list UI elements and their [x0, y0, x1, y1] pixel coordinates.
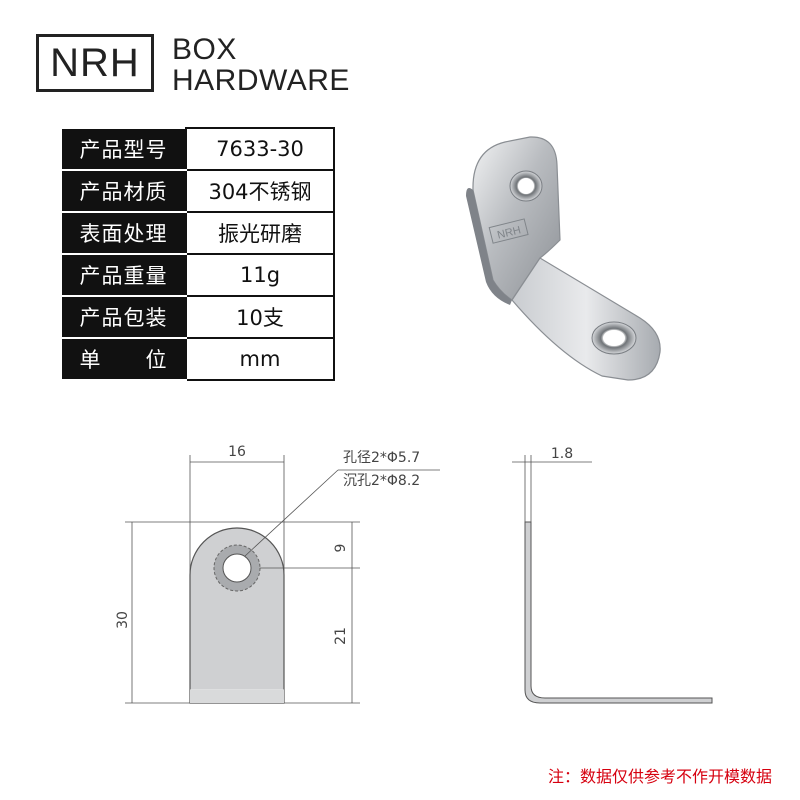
dim-lower-length: 21 [333, 627, 349, 645]
spec-label: 产品包装 [60, 295, 187, 339]
reference-note: 注：数据仅供参考不作开模数据 [547, 767, 772, 786]
brand-line-1: BOX [172, 33, 237, 66]
side-view-drawing [512, 455, 713, 704]
brand-name: BOX HARDWARE [172, 34, 350, 96]
spec-row: 单 位 mm [60, 337, 335, 381]
dim-height: 30 [115, 611, 131, 629]
spec-row: 产品重量 11g [60, 253, 335, 297]
spec-value: 7633-30 [185, 127, 335, 171]
spec-table: 产品型号 7633-30 产品材质 304不锈钢 表面处理 振光研磨 产品重量 … [60, 127, 335, 381]
front-view-drawing [125, 455, 440, 704]
brand-logo-mark: NRH [36, 34, 154, 92]
embossed-logo-icon: NRH [488, 218, 529, 244]
svg-text:NRH: NRH [496, 224, 522, 241]
countersink-note: 沉孔2*Φ8.2 [343, 473, 420, 489]
spec-value: 振光研磨 [185, 211, 335, 255]
spec-row: 表面处理 振光研磨 [60, 211, 335, 255]
dim-thickness: 1.8 [551, 446, 573, 462]
spec-label: 单 位 [60, 337, 187, 381]
spec-label: 表面处理 [60, 211, 187, 255]
spec-row: 产品型号 7633-30 [60, 127, 335, 171]
spec-label: 产品型号 [60, 127, 187, 171]
spec-row: 产品包装 10支 [60, 295, 335, 339]
spec-label: 产品材质 [60, 169, 187, 213]
brand-line-2: HARDWARE [172, 64, 350, 97]
spec-label: 产品重量 [60, 253, 187, 297]
hole-diameter-note: 孔径2*Φ5.7 [343, 450, 420, 466]
logo-mark-text: NRH [50, 40, 140, 85]
spec-value: mm [185, 337, 335, 381]
dim-hole-offset: 9 [333, 544, 349, 553]
spec-value: 10支 [185, 295, 335, 339]
spec-value: 304不锈钢 [185, 169, 335, 213]
product-photo: NRH [466, 136, 661, 381]
spec-row: 产品材质 304不锈钢 [60, 169, 335, 213]
spec-value: 11g [185, 253, 335, 297]
dim-width: 16 [228, 444, 246, 460]
